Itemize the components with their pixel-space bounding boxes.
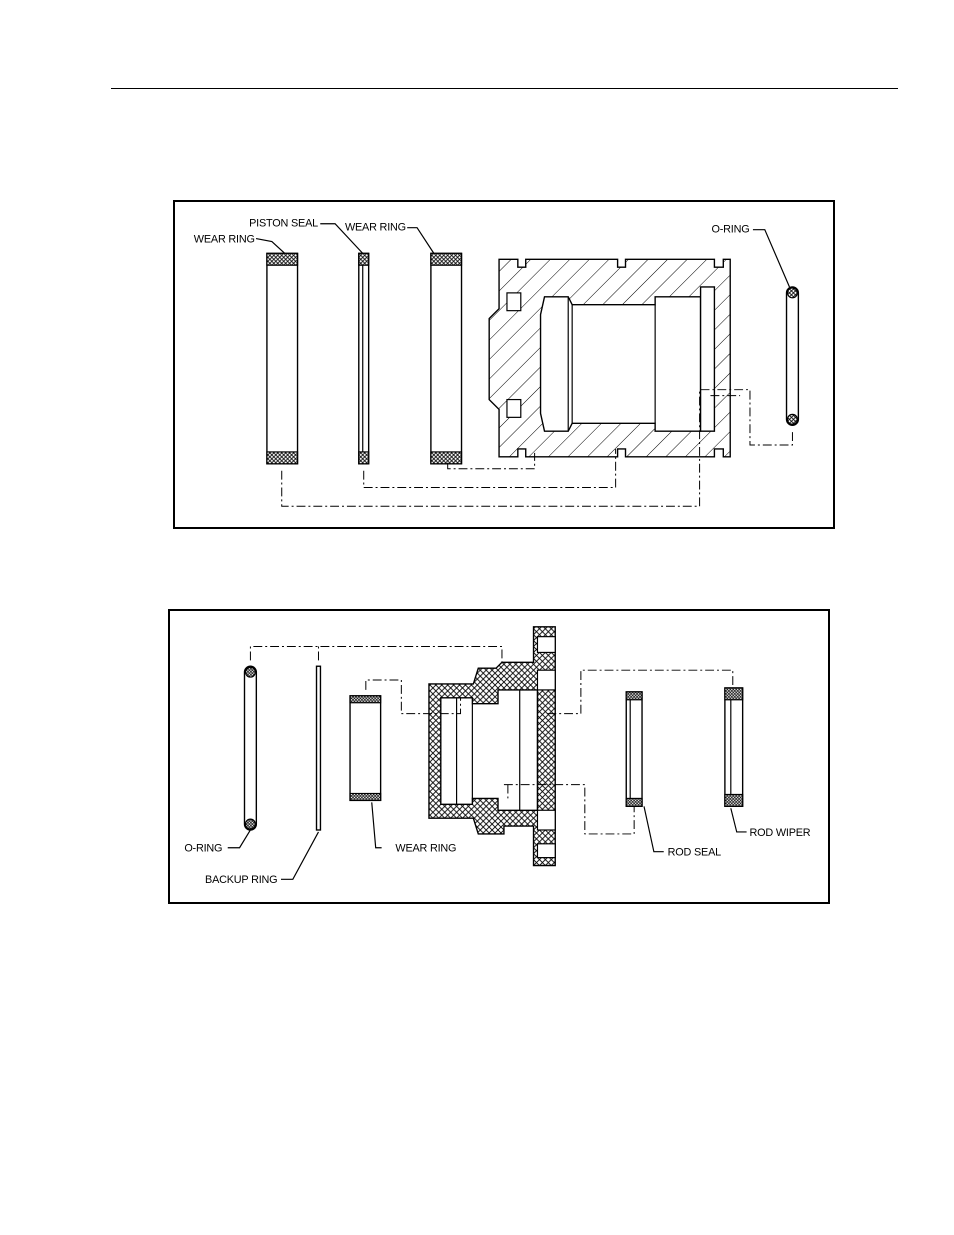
label-piston-seal: PISTON SEAL	[249, 218, 318, 230]
rod-wiper	[725, 688, 743, 806]
label-rod-seal: ROD SEAL	[668, 847, 721, 859]
gland-seal-diagram: O-RING BACKUP RING WEAR RING ROD SEAL RO…	[168, 609, 830, 904]
wear-ring-right	[431, 253, 462, 463]
label-o-ring: O-RING	[711, 224, 749, 236]
label-wear-ring-left: WEAR RING	[194, 234, 255, 246]
label-o-ring-gland: O-RING	[184, 843, 222, 855]
label-rod-wiper: ROD WIPER	[750, 827, 811, 839]
wear-ring-gland	[350, 696, 381, 801]
backup-ring	[317, 666, 321, 830]
piston-diagram-svg: WEAR RING PISTON SEAL WEAR RING O-RING	[175, 202, 833, 527]
piston-body	[489, 259, 730, 457]
gland-body	[429, 627, 555, 866]
header-rule	[111, 88, 898, 89]
piston-seal	[359, 253, 369, 463]
o-ring-piston	[787, 287, 799, 425]
gland-diagram-svg: O-RING BACKUP RING WEAR RING ROD SEAL RO…	[170, 611, 828, 902]
label-wear-ring-right: WEAR RING	[345, 222, 406, 234]
o-ring-gland	[244, 666, 256, 830]
label-backup-ring: BACKUP RING	[205, 874, 277, 886]
rod-seal	[626, 692, 642, 806]
piston-seal-diagram: WEAR RING PISTON SEAL WEAR RING O-RING	[173, 200, 835, 529]
wear-ring-left	[267, 253, 298, 463]
label-wear-ring-gland: WEAR RING	[395, 843, 456, 855]
